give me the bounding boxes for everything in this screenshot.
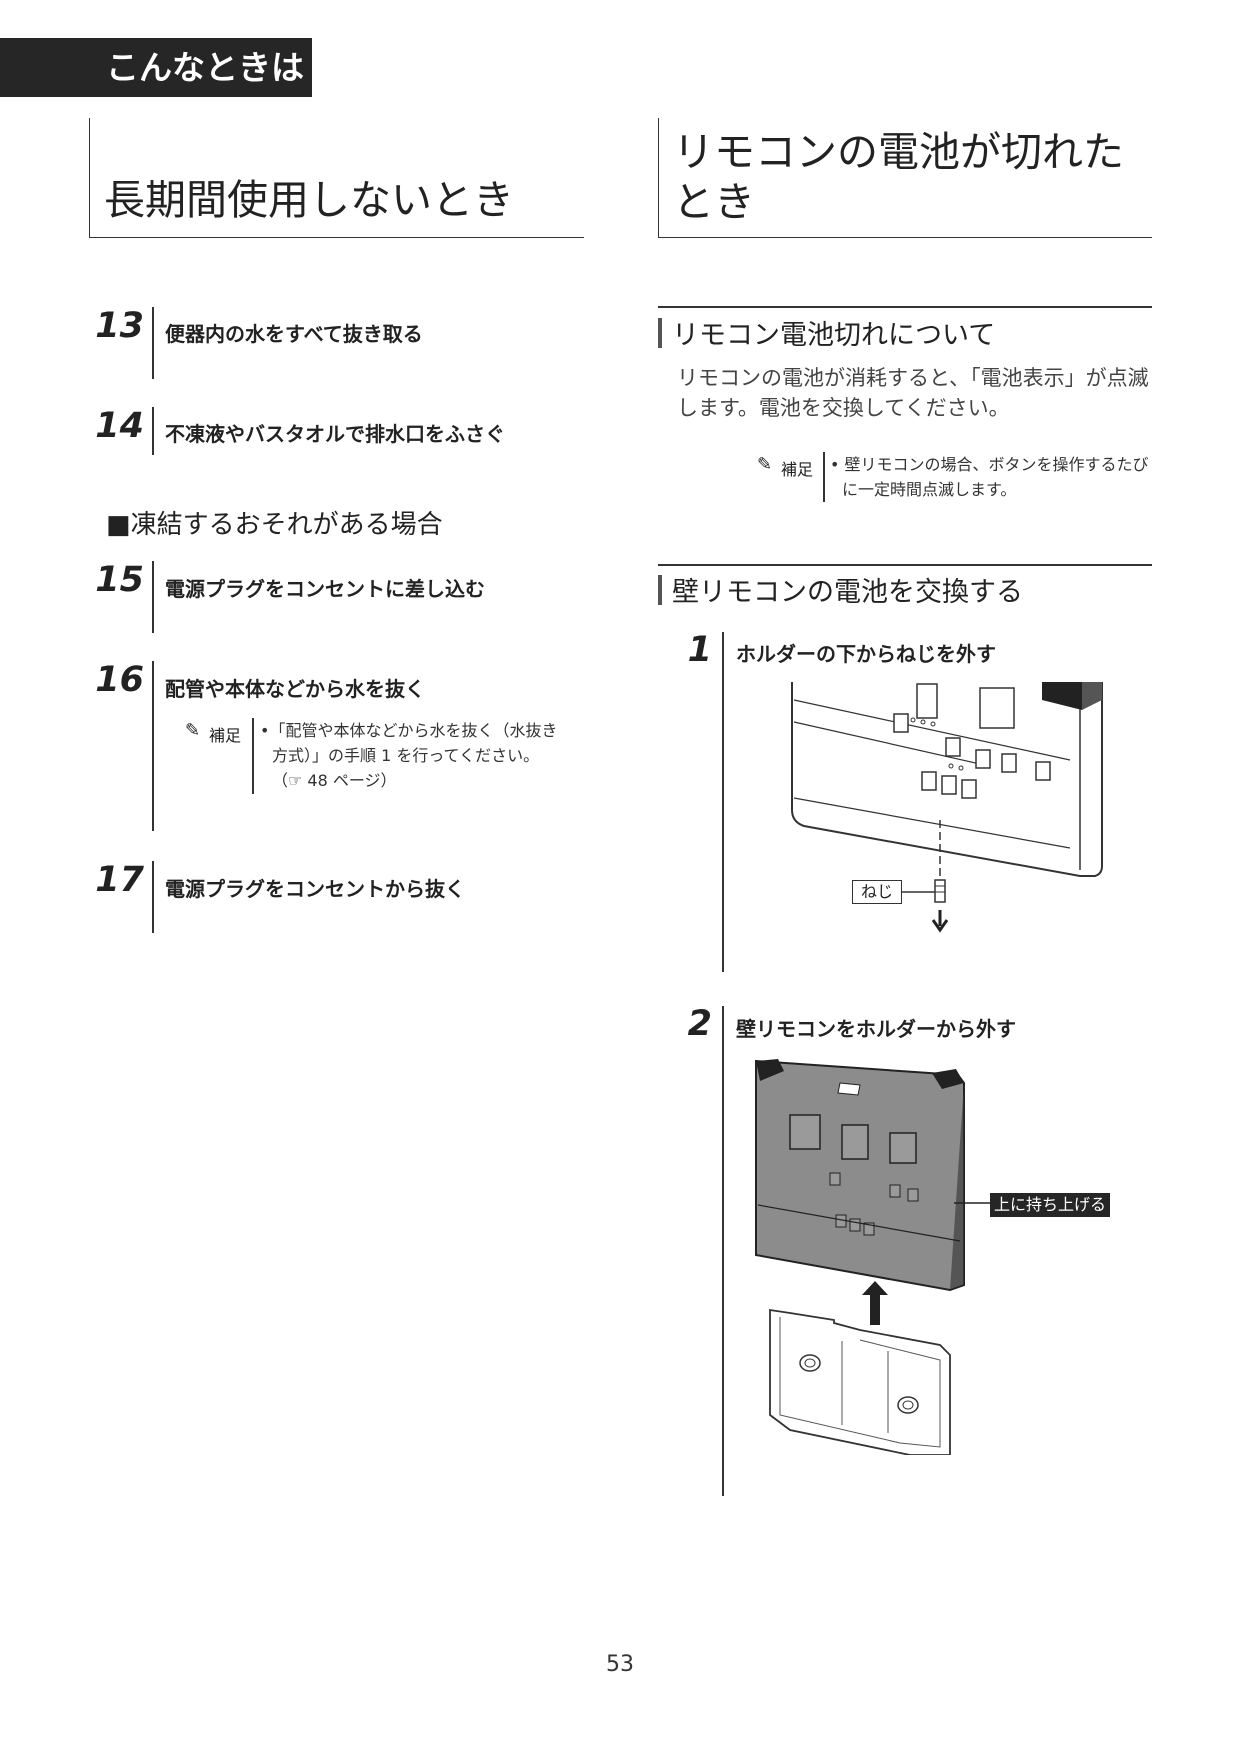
step-14-rule [152, 407, 154, 455]
right-page-title: リモコンの電池が切れた とき [673, 127, 1124, 227]
section2-top-rule [658, 564, 1152, 566]
step-number-1: 1 [687, 630, 712, 670]
right-title-box: リモコンの電池が切れた とき [658, 118, 1152, 238]
note-label: 補足 [209, 726, 242, 745]
note-bar [823, 452, 825, 502]
step-14-text: 不凍液やバスタオルで排水口をふさぐ [165, 422, 505, 446]
note-line: •「配管や本体などから水を抜く（水抜き [260, 721, 558, 740]
body-line: します。電池を交換してください。 [677, 396, 1010, 420]
step-number-15: 15 [95, 560, 144, 600]
step-16-rule [152, 661, 154, 831]
right-title-line2: とき [673, 178, 755, 226]
left-page-title: 長期間使用しないとき [104, 176, 514, 224]
note-line: 方式）」の手順 1 を行ってください。 [272, 746, 540, 765]
note-line: • 壁リモコンの場合、ボタンを操作するたび [830, 455, 1149, 474]
step-2-text: 壁リモコンをホルダーから外す [736, 1017, 1016, 1041]
step-number-16: 16 [95, 660, 144, 700]
step-13-rule [152, 307, 154, 379]
step-17-rule [152, 861, 154, 933]
step-number-2: 2 [687, 1004, 712, 1044]
page-number: 53 [606, 1652, 634, 1677]
step-15-rule [152, 561, 154, 633]
step-number-13: 13 [95, 306, 144, 346]
step-2-rule [722, 1006, 724, 1496]
step-15-text: 電源プラグをコンセントに差し込む [165, 577, 485, 601]
section2-heading: 壁リモコンの電池を交換する [672, 577, 1023, 608]
pencil-icon: ✎ [757, 454, 773, 475]
step-16-text: 配管や本体などから水を抜く [165, 677, 425, 701]
remote-screw-illustration [791, 682, 1103, 933]
section1-top-rule [658, 306, 1152, 308]
freeze-subheading: ■凍結するおそれがある場合 [106, 510, 443, 540]
section1-heading: リモコン電池切れについて [672, 320, 996, 351]
note-line: に一定時間点滅します。 [842, 480, 1017, 499]
screw-label: ねじ [852, 880, 902, 904]
step-number-17: 17 [95, 860, 144, 900]
step-17-text: 電源プラグをコンセントから抜く [165, 877, 465, 901]
section2-side-bar [658, 575, 662, 605]
note-label: 補足 [781, 460, 814, 479]
section-header-tab: こんなときは [0, 38, 312, 97]
step-13-text: 便器内の水をすべて抜き取る [165, 322, 423, 346]
body-line: リモコンの電池が消耗すると、「電池表示」が点滅 [677, 366, 1149, 390]
pencil-icon: ✎ [185, 720, 201, 741]
section1-body: リモコンの電池が消耗すると、「電池表示」が点滅 します。電池を交換してください。 [677, 363, 1149, 423]
left-title-box: 長期間使用しないとき [89, 118, 584, 238]
note-bar [252, 718, 254, 794]
note-text: • 壁リモコンの場合、ボタンを操作するたび に一定時間点滅します。 [830, 452, 1149, 502]
note-text: •「配管や本体などから水を抜く（水抜き 方式）」の手順 1 を行ってください。 … [260, 718, 557, 793]
step-1-text: ホルダーの下からねじを外す [736, 642, 996, 666]
step-1-rule [722, 632, 724, 972]
remote-holder-illustration [755, 1059, 998, 1455]
section1-side-bar [658, 318, 662, 348]
step-number-14: 14 [95, 406, 144, 446]
lift-label: 上に持ち上げる [990, 1193, 1110, 1217]
note-line: （☞ 48 ページ） [272, 771, 397, 790]
right-title-line1: リモコンの電池が切れた [673, 128, 1124, 176]
